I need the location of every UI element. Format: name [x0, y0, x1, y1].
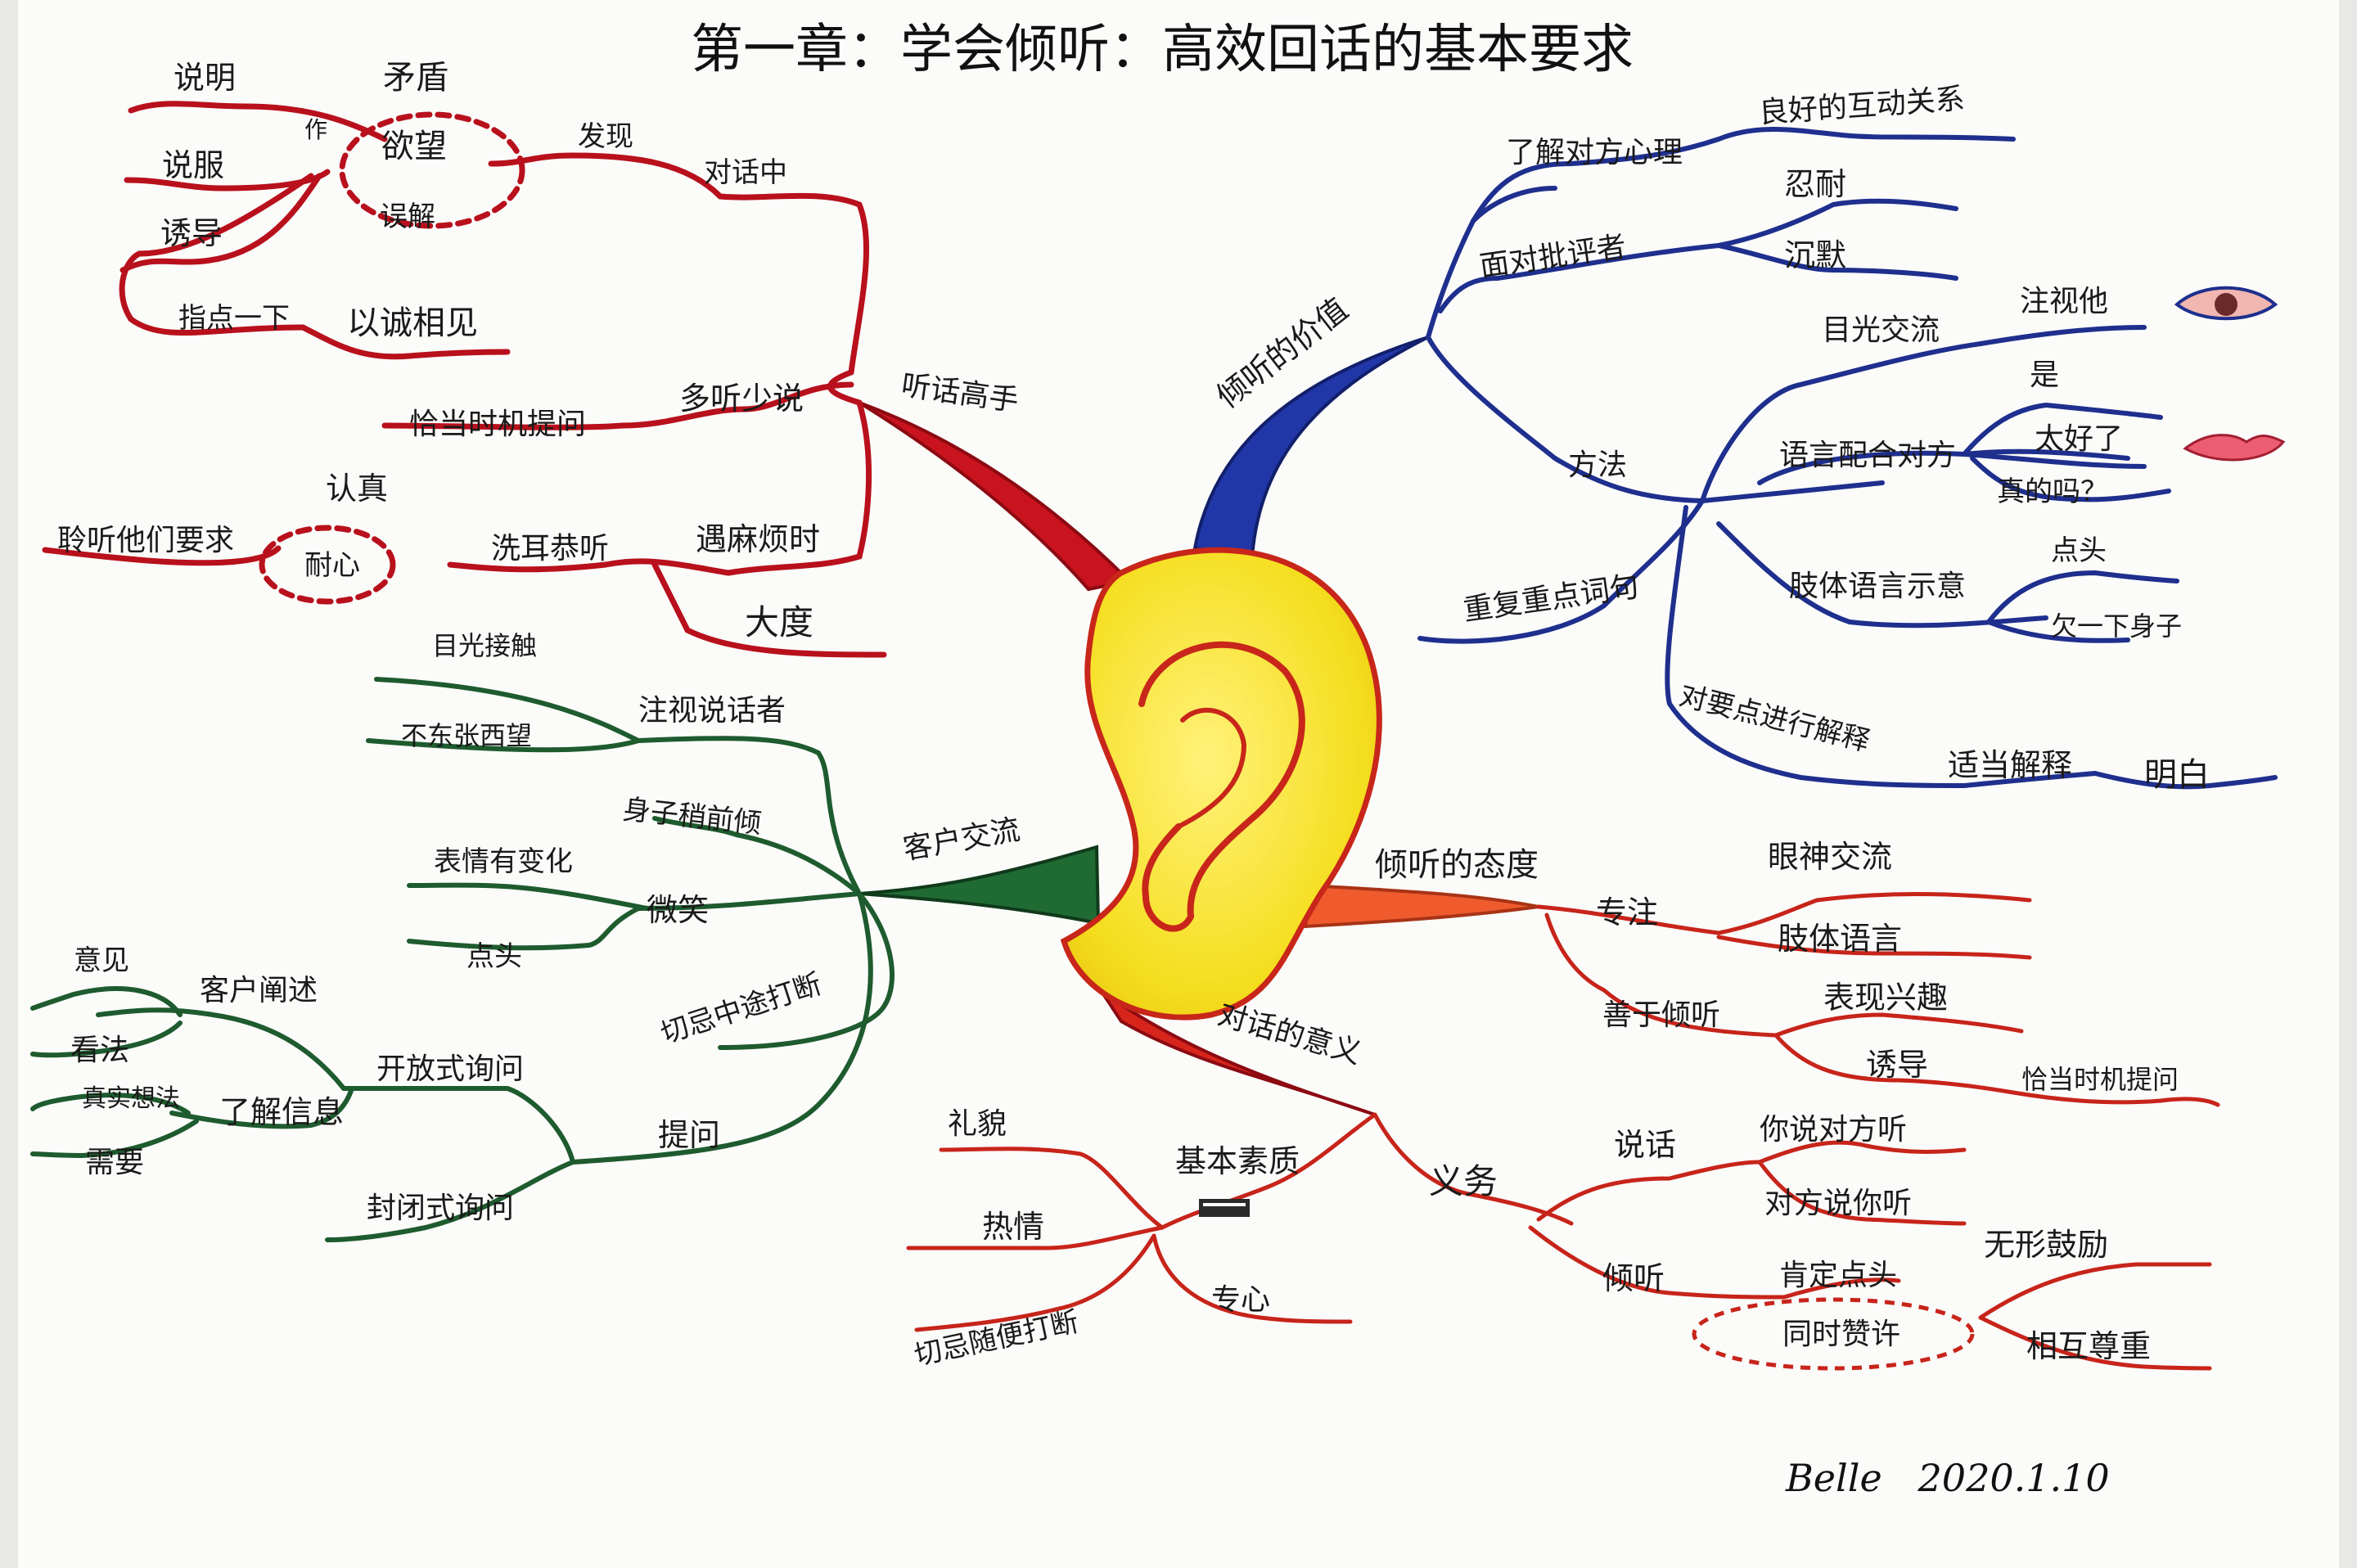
node-timely-ask: 恰当时机提问: [409, 408, 586, 441]
node-thoughts: 真实想法: [82, 1084, 180, 1113]
node-guide: 诱导: [160, 215, 223, 251]
node-silence: 沉默: [1784, 237, 1846, 273]
node-explain-key: 对要点进行解释: [1676, 679, 1873, 758]
node-warm: 热情: [982, 1209, 1044, 1245]
node-nod-green: 点头: [466, 940, 522, 973]
node-attitude: 倾听的态度: [1375, 846, 1539, 884]
node-listening-master: 听话高手: [899, 368, 1021, 418]
node-eye-contact: 目光交流: [1822, 313, 1940, 347]
node-expression: 表情有变化: [434, 845, 573, 878]
node-smile: 微笑: [647, 892, 709, 928]
node-eye-contact-green: 目光接触: [432, 630, 537, 661]
node-explain: 说明: [174, 60, 236, 96]
node-praise: 同时赞许: [1782, 1318, 1900, 1351]
branch-meaning-lines: [906, 1112, 2212, 1371]
node-guide-red: 诱导: [1866, 1047, 1928, 1083]
node-lean: 欠一下身子: [2051, 611, 2182, 642]
node-encourage: 无形鼓励: [1984, 1227, 2108, 1263]
node-when-bored: 遇麻烦时: [696, 521, 820, 557]
node-face-critics: 面对批评者: [1478, 230, 1629, 284]
node-meaning: 对话的意义: [1215, 998, 1365, 1070]
node-look-at-him: 注视他: [2020, 285, 2108, 318]
node-method: 方法: [1568, 448, 1627, 482]
ear-icon: [1060, 547, 1382, 1021]
node-closed-q: 封闭式询问: [367, 1192, 514, 1225]
node-good-interaction: 良好的互动关系: [1758, 82, 1966, 129]
node-verbal: 语言配合对方: [1779, 439, 1956, 472]
node-client-comm: 客户交流: [900, 813, 1022, 866]
page-edge-left: [0, 0, 18, 1568]
node-magnanimous: 大度: [745, 602, 813, 642]
node-you-speak: 你说对方听: [1760, 1113, 1907, 1147]
node-know-info: 了解信息: [219, 1094, 344, 1130]
node-hear-requests: 聆听他们要求: [57, 524, 234, 557]
node-polite: 礼貌: [948, 1107, 1007, 1141]
page-edge-right: [2339, 0, 2357, 1568]
node-serious: 认真: [326, 471, 388, 507]
praise-oval: [1692, 1297, 1975, 1371]
node-misunderstanding: 误解: [380, 201, 435, 233]
node-they-speak: 对方说你听: [1764, 1187, 1912, 1220]
node-contradiction: 矛盾: [383, 59, 448, 97]
branch-value-lines: [1417, 127, 2278, 790]
branch-attitude-lines: [1536, 892, 2220, 1107]
node-respect: 相互尊重: [2026, 1328, 2151, 1364]
node-really: 真的吗？: [1997, 475, 2108, 508]
node-attentive: 洗耳恭听: [491, 532, 609, 565]
node-meet: 以诚相见: [347, 304, 478, 342]
node-listen: 倾听: [1602, 1260, 1665, 1296]
node-timely-ask-red: 恰当时机提问: [2021, 1064, 2179, 1095]
node-no-interrupt-red: 切忌随便打断: [912, 1305, 1082, 1372]
node-discover: 发现: [578, 120, 633, 153]
branch-client-lines: [30, 677, 895, 1242]
node-no-look-around: 不东张西望: [401, 720, 532, 751]
eye-icon: [2174, 286, 2278, 321]
node-patient: 耐心: [304, 549, 360, 582]
node-show-interest: 表现兴趣: [1823, 980, 1948, 1016]
node-lean-forward: 身子稍前倾: [621, 793, 763, 840]
node-persuade: 说服: [162, 147, 224, 183]
node-client-said: 客户阐述: [200, 974, 318, 1007]
node-duty: 义务: [1429, 1161, 1498, 1201]
node-question: 提问: [658, 1117, 720, 1153]
node-body-lang: 肢体语言示意: [1789, 570, 1966, 603]
node-endure: 忍耐: [1784, 166, 1846, 202]
node-repeat: 重复重点词句: [1462, 570, 1642, 628]
node-understand-psych: 了解对方心理: [1506, 136, 1683, 169]
node-good-listen: 善于倾听: [1602, 998, 1720, 1032]
quality-stamp-icon: [1199, 1199, 1250, 1217]
node-body-lang-red: 肢体语言: [1778, 921, 1902, 957]
node-gaze: 注视说话者: [638, 694, 786, 728]
node-affirm: 肯定点头: [1779, 1259, 1897, 1292]
node-focused: 专心: [1211, 1283, 1270, 1317]
node-open-q: 开放式询问: [376, 1052, 524, 1086]
node-focus: 专注: [1596, 894, 1658, 930]
node-eye-comm: 眼神交流: [1768, 839, 1892, 875]
labels: 听话高手 对话中 发现 矛盾 欲望 误解 作 说明 说服 诱导 指点一下 以诚相…: [57, 59, 2210, 1372]
node-yes: 是: [2030, 358, 2059, 392]
node-view: 看法: [70, 1034, 129, 1067]
node-zuo: 作: [304, 116, 327, 143]
node-dialogue: 对话中: [704, 156, 787, 189]
map-title: 第一章：学会倾听：高效回话的基本要求: [691, 20, 1634, 80]
node-opinion: 意见: [74, 944, 129, 977]
signature: Belle 2020.1.10: [1785, 1456, 2110, 1500]
node-needs: 需要: [85, 1146, 144, 1179]
node-quality: 基本素质: [1175, 1143, 1300, 1179]
node-no-interrupt: 切忌中途打断: [656, 967, 825, 1050]
node-speak: 说话: [1614, 1127, 1676, 1163]
node-nod: 点头: [2051, 534, 2107, 567]
node-desire: 欲望: [381, 128, 447, 165]
node-proper-explain: 适当解释: [1948, 747, 2072, 783]
main-branches: [858, 336, 1539, 1116]
node-listen-more: 多听少说: [679, 381, 804, 417]
branch-listening-master-lines: [42, 101, 887, 658]
node-point-out: 指点一下: [178, 302, 290, 335]
lips-icon: [2183, 434, 2286, 462]
node-great: 太好了: [2035, 422, 2123, 456]
node-clear: 明白: [2144, 756, 2210, 794]
